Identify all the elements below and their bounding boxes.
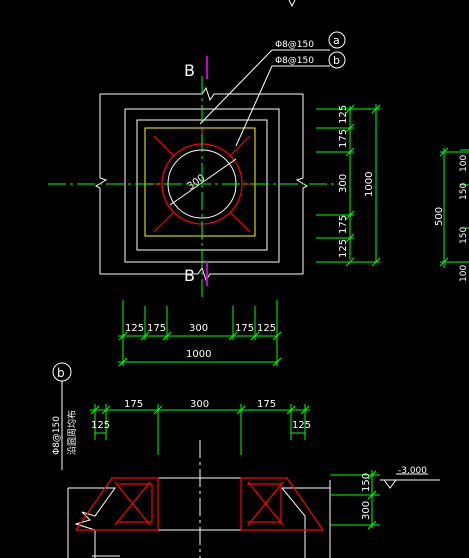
plan-right-dim-2: 175 [338, 129, 349, 148]
section-rebar-text: Φ8@150 [52, 416, 62, 455]
top-mark [288, 0, 296, 8]
callout-leader-b [235, 65, 273, 147]
section-right-dim-1: 150 [361, 473, 372, 492]
section-dim-top-3: 175 [257, 399, 276, 410]
section-slab-right [280, 487, 330, 558]
section-rebar-left-x [114, 481, 151, 526]
section-letter-top: B [184, 61, 195, 80]
far-right-dim-500: 500 [434, 207, 445, 226]
far-right-partial-mid: 150 [459, 183, 469, 200]
section-dim-top-2: 300 [190, 399, 209, 410]
plan-right-dim-3: 300 [338, 174, 349, 193]
section-rebar-right-inner [247, 483, 282, 523]
section-dim-top-1: 175 [124, 399, 143, 410]
rebar-label-b: Φ8@150 [275, 56, 314, 66]
plan-bottom-dimensions: 125 175 300 175 125 1000 [118, 300, 282, 367]
far-right-partial-bot: 100 [459, 265, 469, 282]
elevation-label: -3.000 [398, 466, 427, 476]
diameter-leader [169, 158, 237, 206]
plan-right-dimensions: 125 175 300 175 125 1000 [316, 104, 381, 267]
rebar-label-a: Φ8@150 [275, 40, 314, 50]
section-dim-side-1: 125 [91, 420, 110, 431]
plan-opening-square [144, 127, 256, 237]
callout-tag-a: a [333, 34, 340, 47]
plan-bottom-dim-1: 125 [125, 323, 144, 334]
callout-tag-b: b [333, 54, 340, 67]
section-dim-side-2: 125 [292, 420, 311, 431]
plan-right-total: 1000 [364, 172, 375, 197]
plan-right-dim-4: 175 [338, 215, 349, 234]
plan-outer-right [295, 94, 309, 274]
plan-outer-bottom [100, 266, 303, 282]
far-right-dimensions: 500 100 150 150 100 [434, 147, 469, 282]
section-rebar-right-x [247, 481, 284, 526]
plan-bottom-dim-4: 175 [235, 323, 254, 334]
callout-leader-a [199, 49, 273, 125]
section-slab-left [68, 487, 116, 558]
elevation-symbol [383, 479, 397, 489]
plan-right-dim-5: 125 [338, 239, 349, 258]
section-rebar-left-outline [74, 477, 159, 531]
section-tag: b [57, 366, 65, 380]
plan-view: 300 B B Φ8@150 Φ8@150 a b [48, 31, 346, 300]
section-view: b Φ8@150 沿圆周均布 175 300 175 125 125 [52, 362, 440, 558]
diameter-label: 300 [185, 172, 207, 192]
section-right-dim-2: 300 [361, 501, 372, 520]
plan-right-dim-1: 125 [338, 105, 349, 124]
plan-bottom-total: 1000 [186, 349, 211, 360]
plan-bottom-dim-2: 175 [147, 323, 166, 334]
callout-circle-a [328, 31, 346, 49]
section-rebar-left-inner [118, 483, 153, 523]
far-right-partial-top: 100 [459, 155, 469, 172]
section-letter-bottom: B [184, 266, 195, 285]
plan-bottom-dim-5: 125 [257, 323, 276, 334]
plan-bottom-dim-3: 300 [189, 323, 208, 334]
callout-circle-b [328, 51, 346, 69]
section-note-text: 沿圆周均布 [66, 410, 78, 455]
far-right-partial-low: 150 [459, 227, 469, 244]
plan-outer-left [94, 94, 108, 274]
section-rebar-right-outline [240, 477, 325, 531]
